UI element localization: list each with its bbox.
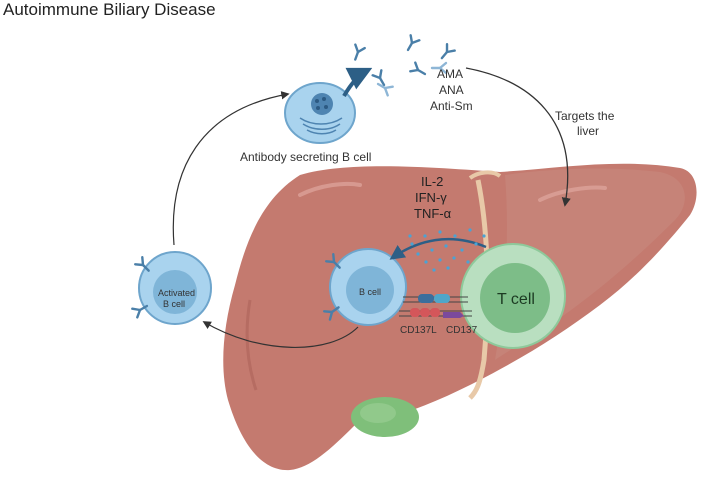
activated-cell-label-line1: Activated bbox=[158, 288, 195, 298]
antibody-anti-sm: Anti-Sm bbox=[430, 99, 473, 113]
targets-label-line1: Targets the bbox=[555, 109, 615, 123]
cytokine-ifn: IFN-γ bbox=[415, 190, 447, 205]
proliferation-arrow bbox=[202, 321, 359, 348]
antibody-cell-label: Antibody secreting B cell bbox=[240, 150, 371, 164]
t-cell bbox=[460, 243, 566, 349]
cytokine-arrow bbox=[389, 237, 487, 260]
figure-title: Autoimmune Biliary Disease bbox=[3, 0, 216, 19]
t-cell-label: T cell bbox=[497, 291, 535, 308]
b-cell-label: B cell bbox=[359, 287, 381, 297]
ligand-label: CD137L bbox=[400, 325, 437, 336]
targets-label-line2: liver bbox=[577, 124, 599, 138]
cytokine-list: IL-2 IFN-γ TNF-α bbox=[414, 174, 452, 221]
antibody-ama: AMA bbox=[437, 67, 463, 81]
antibody-secreting-b-cell bbox=[284, 82, 356, 144]
antibody-ana: ANA bbox=[439, 83, 464, 97]
antibody-list: AMA ANA Anti-Sm bbox=[430, 67, 473, 113]
cytokine-tnf: TNF-α bbox=[414, 206, 452, 221]
targets-liver-arrow bbox=[465, 67, 571, 207]
receptor-label: CD137 bbox=[446, 325, 478, 336]
cytokine-dots bbox=[408, 228, 486, 272]
activated-b-cell bbox=[131, 251, 212, 325]
cd137-interaction bbox=[399, 294, 472, 318]
cytokine-il2: IL-2 bbox=[421, 174, 443, 189]
secretion-arrow bbox=[342, 67, 373, 97]
b-cell bbox=[323, 248, 407, 326]
activation-to-secretion-arrow bbox=[172, 91, 290, 246]
activated-cell-label-line2: B cell bbox=[163, 299, 185, 309]
